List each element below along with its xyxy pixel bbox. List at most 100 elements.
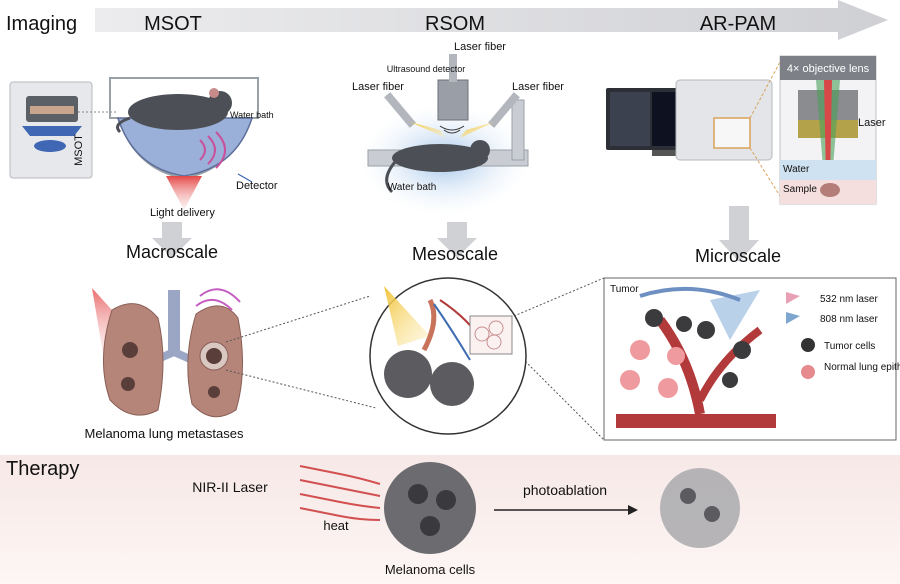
msot-illustration: MSOT Water bath Detector Light delivery bbox=[9, 77, 278, 219]
rsom-stage-post bbox=[511, 99, 525, 161]
tumor-panel-title: Tumor bbox=[610, 284, 639, 295]
msot-water-bath bbox=[116, 117, 254, 177]
legend-normal-cells-label: Normal lung epithelial cells bbox=[824, 362, 900, 373]
melanoma-cell-2 bbox=[436, 490, 456, 510]
therapy-heading: Therapy bbox=[6, 458, 79, 480]
msot-down-arrow bbox=[152, 222, 192, 258]
tumor-wave bbox=[639, 286, 741, 302]
microscale-label: Microscale bbox=[695, 246, 781, 266]
tumor-vessel-branch-1 bbox=[655, 317, 705, 415]
tumor-panel: Tumor 532 nm laser 808 nm laser Tumor ce… bbox=[603, 277, 900, 441]
rsom-top-fiber bbox=[449, 54, 457, 82]
arpam-zoom-line-bottom bbox=[749, 147, 781, 197]
meso-alveolus-1 bbox=[474, 326, 490, 342]
legend-tumor-cells-label: Tumor cells bbox=[824, 341, 875, 352]
lung-wave-1 bbox=[195, 299, 233, 311]
msot-mouse-ear bbox=[209, 88, 219, 98]
arpam-water bbox=[780, 160, 876, 180]
arpam-laser-label: Laser bbox=[858, 117, 886, 129]
meso-tumor-2 bbox=[430, 362, 474, 406]
arpam-water-label: Water bbox=[783, 164, 810, 175]
lung-left-lobe bbox=[103, 303, 164, 416]
ablated-cell-1 bbox=[680, 488, 696, 504]
melanoma-cells-label: Melanoma cells bbox=[385, 562, 476, 577]
arpam-screen-left bbox=[610, 92, 650, 146]
arpam-zoom-box bbox=[713, 117, 751, 149]
legend-808-label: 808 nm laser bbox=[820, 314, 878, 325]
rsom-right-beam bbox=[460, 122, 494, 138]
rsom-mouse-body bbox=[392, 144, 488, 172]
arpam-sample-label: Sample bbox=[783, 184, 817, 195]
tumor-cell-2 bbox=[697, 321, 715, 339]
macro-to-meso-connector-bottom bbox=[225, 369, 377, 409]
therapy-illustration: NIR-II Laser heat Melanoma cells photoab… bbox=[192, 462, 740, 577]
tumor-main-vessel bbox=[616, 414, 776, 428]
meso-tumor-1 bbox=[384, 350, 432, 398]
heat-ray-2 bbox=[299, 479, 381, 497]
msot-mouse-tail bbox=[116, 116, 131, 134]
msot-detector-pointer bbox=[237, 173, 253, 183]
msot-device-label: MSOT bbox=[73, 134, 85, 166]
meso-light-beam bbox=[384, 286, 430, 346]
mesoscale-label: Mesoscale bbox=[412, 244, 498, 264]
heat-ray-4 bbox=[299, 507, 381, 521]
meso-vessel-1 bbox=[421, 298, 437, 352]
rsom-left-beam bbox=[410, 122, 446, 138]
tumor-cell-4 bbox=[722, 372, 738, 388]
arpam-zoom-line-top bbox=[749, 61, 781, 119]
msot-detector-label: Detector bbox=[236, 180, 278, 192]
tumor-normal-cell-1 bbox=[630, 340, 650, 360]
photoablation-label: photoablation bbox=[523, 482, 607, 498]
lung-wave-2 bbox=[199, 288, 241, 303]
arpam-illustration: 4× objective lens Laser Water Sample bbox=[606, 55, 886, 205]
rsom-ultrasound-detector-label: Ultrasound detector bbox=[387, 64, 466, 74]
rsom-wave-2 bbox=[439, 125, 465, 131]
legend-532-label: 532 nm laser bbox=[820, 294, 878, 305]
modality-msot: MSOT bbox=[144, 13, 202, 35]
rsom-mouse-head bbox=[470, 140, 490, 160]
msot-mouse-body bbox=[128, 94, 228, 130]
msot-mouse-window bbox=[30, 106, 74, 114]
tumor-normal-cell-3 bbox=[658, 378, 678, 398]
modality-scale-arrow bbox=[95, 0, 888, 40]
melanoma-cluster bbox=[384, 462, 476, 554]
ablated-cell-2 bbox=[704, 506, 720, 522]
macroscale-label: Macroscale bbox=[126, 242, 218, 262]
rsom-mouse-tail bbox=[385, 161, 397, 194]
arpam-down-arrow bbox=[719, 206, 759, 262]
msot-water-bath-label: Water bath bbox=[230, 110, 274, 120]
rsom-water-bath-label: Water bath bbox=[388, 182, 437, 193]
legend-normal-cells-icon bbox=[801, 365, 815, 379]
rsom-illustration: Laser fiber Ultrasound detector Laser fi… bbox=[352, 41, 564, 215]
meso-alveolus-3 bbox=[486, 334, 502, 350]
arpam-monitor-stand bbox=[652, 150, 676, 156]
msot-device-ring bbox=[22, 126, 82, 136]
legend-tumor-cells-icon bbox=[801, 338, 815, 352]
tumor-808-beam bbox=[710, 290, 760, 340]
meso-to-micro-connector-bottom bbox=[513, 349, 605, 441]
mesoscale-illustration bbox=[369, 277, 527, 435]
rsom-wave-1 bbox=[443, 129, 461, 134]
legend-normal-cells-line: Normal lung epithelial cells bbox=[824, 362, 900, 373]
heat-ray-3 bbox=[299, 493, 381, 509]
tumor-cell-5 bbox=[676, 316, 692, 332]
msot-light-delivery-label: Light delivery bbox=[150, 207, 215, 219]
tumor-vessel-branch-2 bbox=[696, 326, 763, 402]
rsom-laser-fiber-left-label: Laser fiber bbox=[352, 81, 404, 93]
meso-vessel-3 bbox=[433, 303, 471, 361]
arpam-red-beam bbox=[824, 80, 832, 180]
rsom-down-arrow bbox=[437, 222, 477, 258]
heat-label: heat bbox=[323, 518, 349, 533]
lung-metastasis-2 bbox=[121, 377, 135, 391]
tumor-cell-3 bbox=[733, 341, 751, 359]
tumor-normal-cell-2 bbox=[620, 370, 640, 390]
arpam-sample-tissue bbox=[820, 183, 840, 197]
tumor-cell-1 bbox=[645, 309, 663, 327]
lung-illustration: Melanoma lung metastases bbox=[85, 288, 244, 441]
legend-808-icon bbox=[786, 312, 800, 324]
meso-alveoli-box bbox=[469, 315, 513, 355]
melanoma-cell-3 bbox=[420, 516, 440, 536]
tumor-normal-cell-4 bbox=[667, 347, 685, 365]
rsom-laser-fiber-right-label: Laser fiber bbox=[512, 81, 564, 93]
legend-532-icon bbox=[786, 292, 800, 304]
